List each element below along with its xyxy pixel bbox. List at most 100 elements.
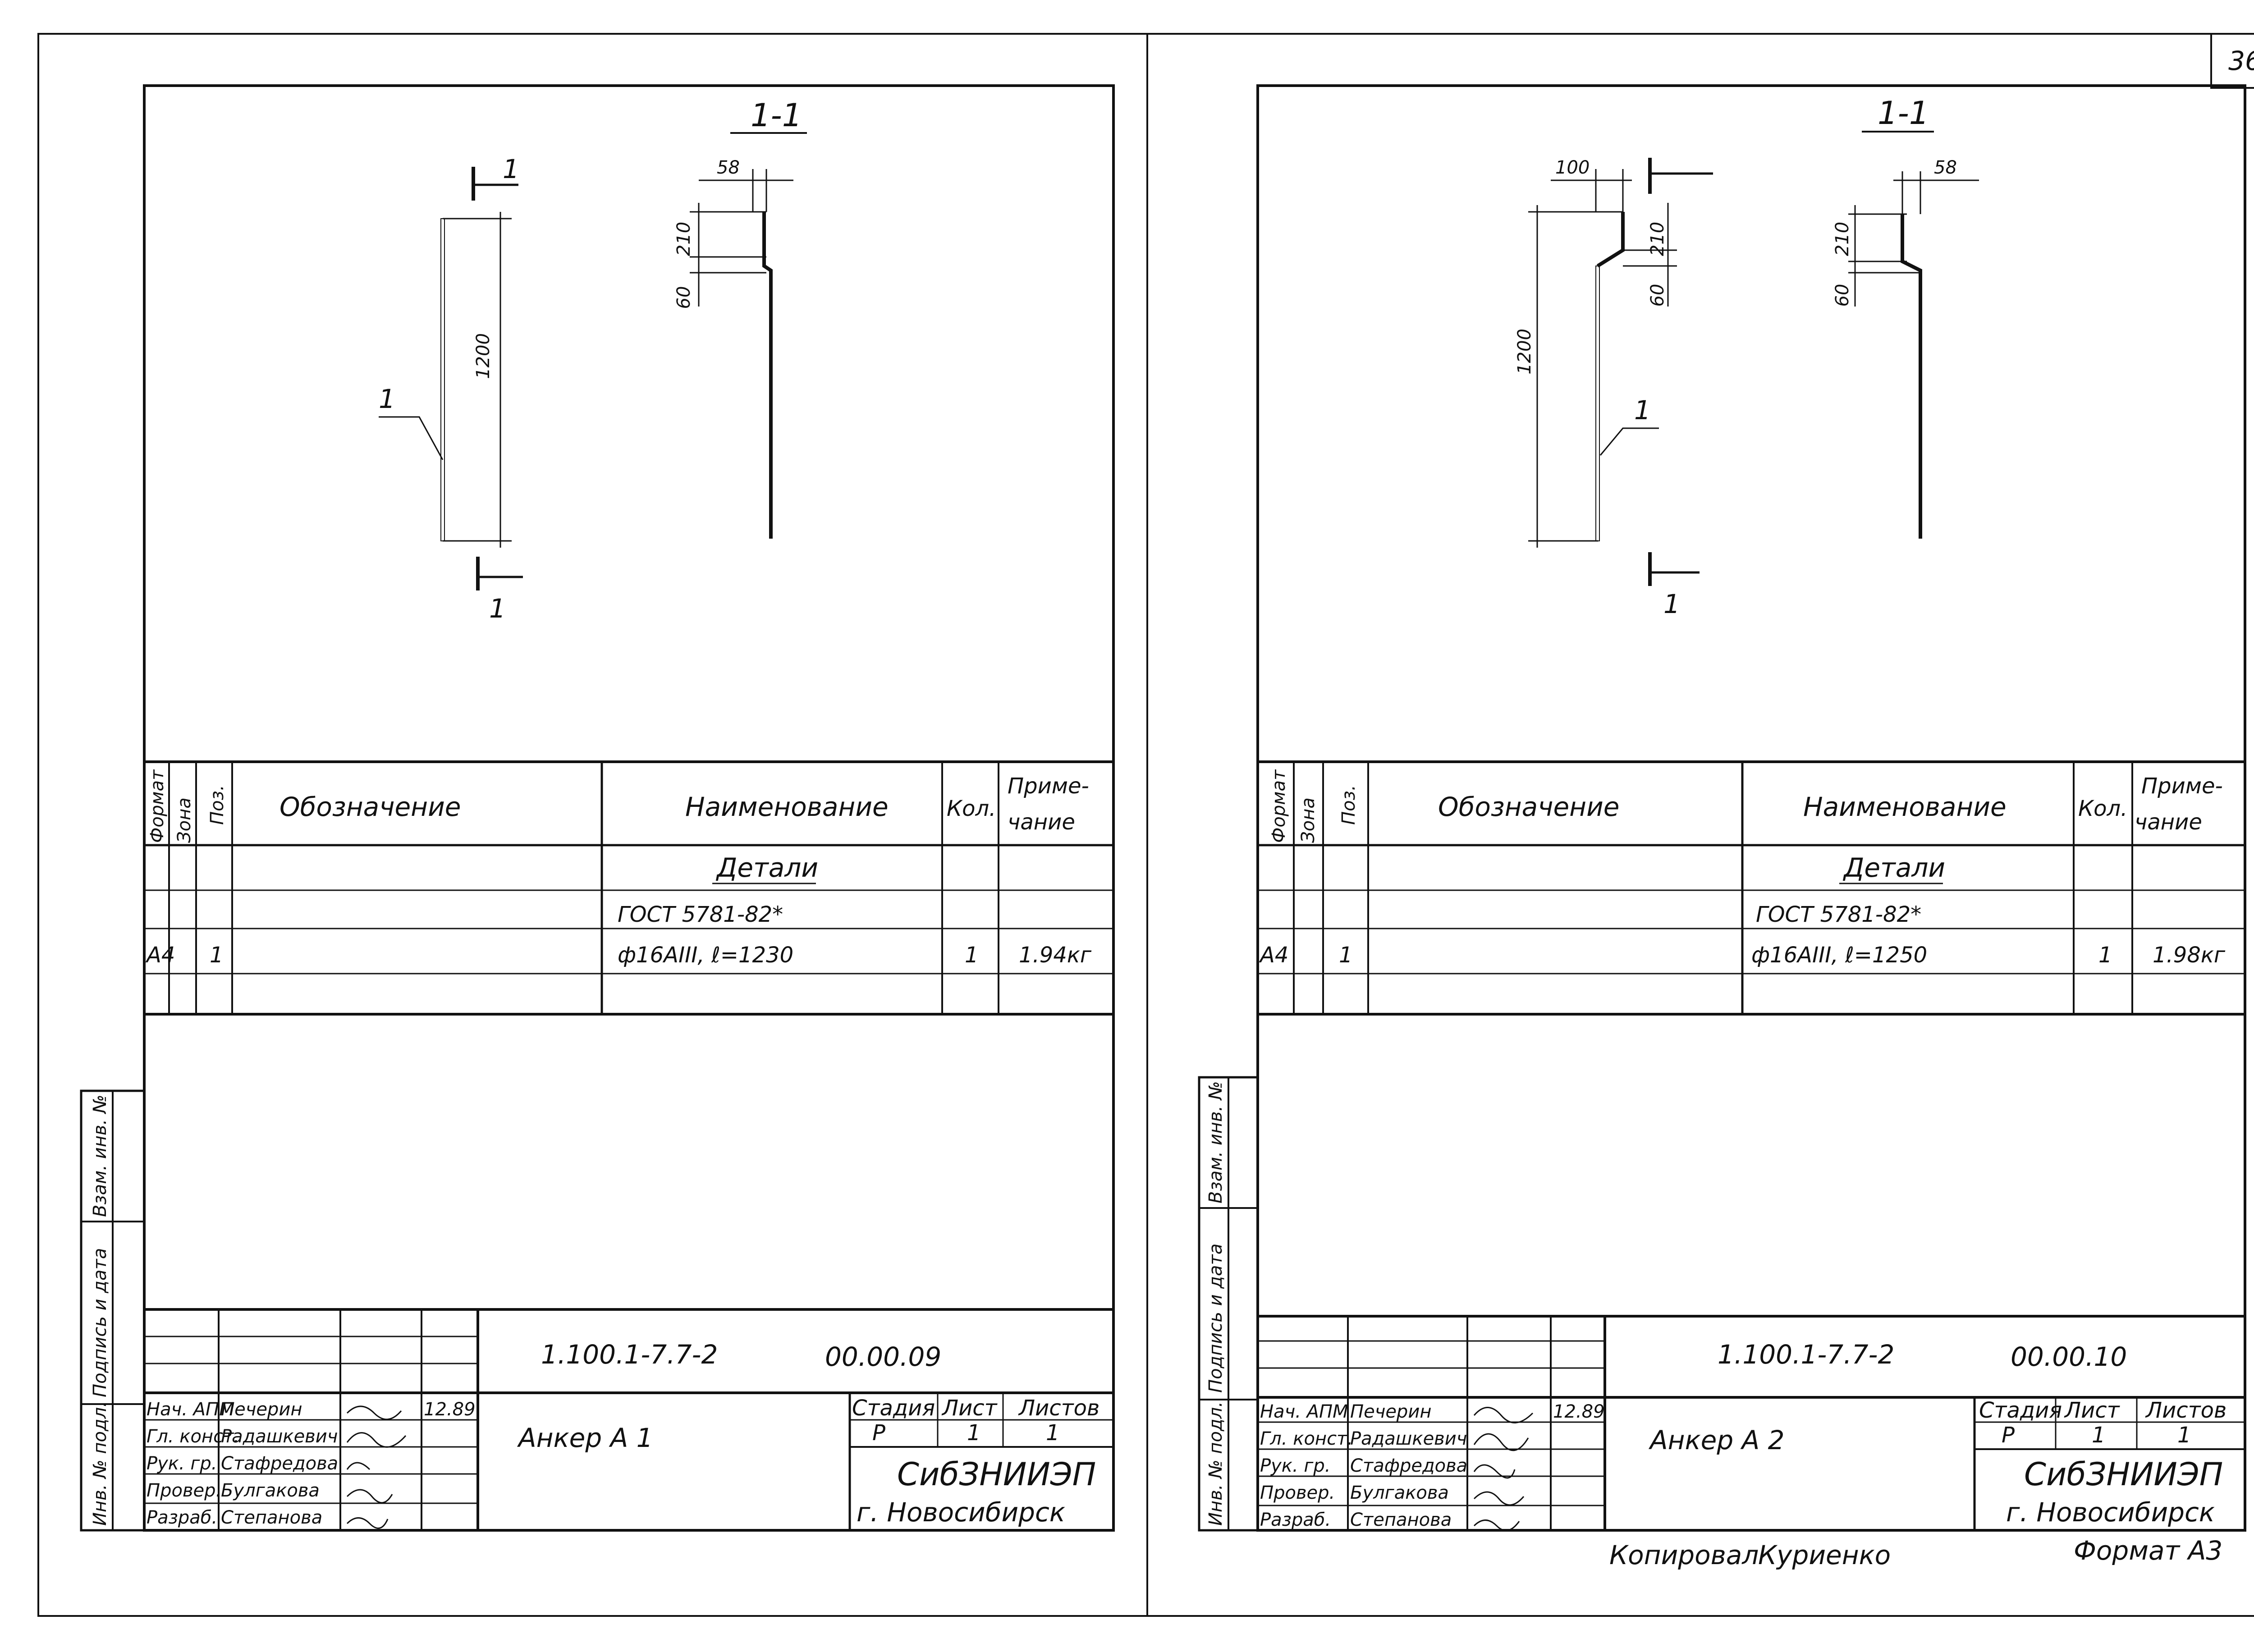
dim-bend: 60 [1647, 284, 1668, 307]
stage-label: Стадия [852, 1396, 935, 1421]
side-strip: Взам. инв. № Подпись и дата Инв. № подл. [1198, 1076, 1259, 1532]
staff-name: Печерин [1350, 1401, 1431, 1422]
page-number: 36 [2228, 46, 2254, 76]
dim-hook-height: 210 [1832, 222, 1853, 256]
stage-label: Стадия [1979, 1398, 2062, 1423]
staff-name: Стафредова [1350, 1455, 1467, 1476]
row-name: ф16АIII, ℓ=1230 [618, 943, 793, 968]
staff-role: Нач. АПМ [1260, 1401, 1348, 1422]
header-note-2: чание [2135, 810, 2202, 835]
section-title: 1-1 [751, 97, 802, 134]
staff-name: Булгакова [1350, 1483, 1449, 1503]
row-qty: 1 [965, 943, 979, 968]
signature [1473, 1433, 1529, 1451]
section-view: 1-1 210 60 58 [673, 97, 807, 539]
anchor-hook [1596, 212, 1625, 268]
spec-table: Формат Зона Поз. Обозначение Наименовани… [1258, 760, 2245, 1016]
copied-label: Копировал [1609, 1540, 1759, 1570]
spec-table: Формат Зона Поз. Обозначение Наименовани… [144, 760, 1113, 1016]
dim-hook-height: 210 [1647, 222, 1668, 256]
section-bar [762, 212, 773, 539]
side-inv-podl: Инв. № подл. [90, 1401, 110, 1526]
title-block: 1.100.1-7.7-2 00.00.09 Анкер А 1 Стадия … [144, 1308, 1113, 1530]
staff-name: Печерин [221, 1399, 302, 1420]
date: 12.89 [1553, 1401, 1605, 1422]
dim-bend: 60 [673, 286, 694, 309]
dim-hook-width: 58 [1934, 157, 1957, 178]
group-title: Детали [715, 852, 818, 883]
dim-hook-height: 210 [673, 222, 694, 256]
section-bar [1901, 214, 1922, 539]
staff-role: Гл. конст. [1260, 1428, 1353, 1449]
header-designation: Обозначение [1438, 792, 1619, 822]
header-note: Приме- [2141, 773, 2223, 799]
signature [346, 1462, 371, 1470]
staff-name: Радашкевич [221, 1426, 338, 1447]
sheet-right: 1200 210 60 100 1 1 1-1 [1198, 84, 2246, 1570]
staff-role: Рук. гр. [1260, 1455, 1331, 1476]
header-qty: Кол. [2078, 796, 2127, 821]
header-name: Наименование [1803, 792, 2007, 822]
standard: ГОСТ 5781-82* [618, 902, 783, 927]
position-label: 1 [1634, 395, 1651, 426]
header-format: Формат [1269, 769, 1289, 843]
header-note: Приме- [1008, 773, 1089, 799]
section-mark-label: 1 [489, 593, 506, 624]
signature [346, 1489, 393, 1504]
row-qty: 1 [2098, 943, 2112, 968]
dim-bend: 60 [1832, 284, 1853, 307]
staff-role: Провер. [147, 1480, 221, 1501]
side-sign-date: Подпись и дата [90, 1248, 110, 1397]
section-mark-label: 1 [1663, 589, 1680, 619]
sheet-value: 1 [967, 1420, 981, 1446]
signature [346, 1405, 402, 1420]
sheet-label: Лист [2064, 1398, 2121, 1423]
side-inv-podl: Инв. № подл. [1205, 1401, 1226, 1526]
anchor-view: 1200 210 60 100 1 1 [1514, 157, 1713, 619]
stage-value: Р [2002, 1423, 2015, 1448]
row-pos: 1 [1339, 943, 1353, 968]
section-title: 1-1 [1878, 95, 1929, 132]
staff-name: Степанова [221, 1507, 322, 1528]
doc-number: 00.00.09 [825, 1341, 941, 1372]
header-zone: Зона [1298, 797, 1319, 843]
sheets-value: 1 [1046, 1420, 1060, 1446]
leader-line [1599, 427, 1659, 456]
side-sign-date: Подпись и дата [1205, 1244, 1226, 1393]
group-title: Детали [1842, 852, 1945, 883]
sheet-frame [143, 84, 1115, 1532]
header-pos: Поз. [1338, 785, 1359, 825]
row-pos: 1 [210, 943, 224, 968]
item-name: Анкер А 1 [517, 1423, 653, 1453]
doc-code: 1.100.1-7.7-2 [541, 1339, 718, 1370]
sheet-value: 1 [2092, 1423, 2106, 1448]
signature [1473, 1519, 1520, 1531]
org-name: СибЗНИИЭП [2024, 1456, 2223, 1493]
title-block: 1.100.1-7.7-2 00.00.10 Анкер А 2 Стадия … [1258, 1315, 2245, 1531]
copied-by: Куриенко [1758, 1540, 1891, 1570]
row-note: 1.98кг [2153, 943, 2226, 968]
doc-number: 00.00.10 [2011, 1341, 2127, 1372]
sheets-label: Листов [2145, 1398, 2227, 1423]
org-city: г. Новосибирск [857, 1497, 1065, 1528]
staff-role: Гл. конст. [147, 1426, 239, 1447]
side-inv-vzam: Взам. инв. № [90, 1094, 110, 1217]
sheets-label: Листов [1018, 1396, 1100, 1421]
side-inv-vzam: Взам. инв. № [1205, 1081, 1226, 1204]
signature [1473, 1407, 1534, 1423]
dim-offset: 100 [1555, 157, 1590, 178]
section-mark-label: 1 [503, 154, 519, 184]
section-view: 1-1 210 60 58 [1832, 95, 1979, 539]
row-name: ф16АIII, ℓ=1250 [1751, 943, 1927, 968]
sheet-frame [1256, 84, 2246, 1532]
anchor-view: 1200 1 1 1 [379, 154, 523, 624]
staff-role: Нач. АПМ [147, 1399, 235, 1420]
row-note: 1.94кг [1019, 943, 1092, 968]
anchor-bar [1595, 265, 1600, 541]
staff-role: Разраб. [147, 1507, 217, 1528]
item-name: Анкер А 2 [1648, 1425, 1785, 1455]
dim-length: 1200 [473, 333, 494, 379]
staff-name: Стафредова [221, 1453, 338, 1474]
dim-hook-width: 58 [717, 157, 740, 178]
